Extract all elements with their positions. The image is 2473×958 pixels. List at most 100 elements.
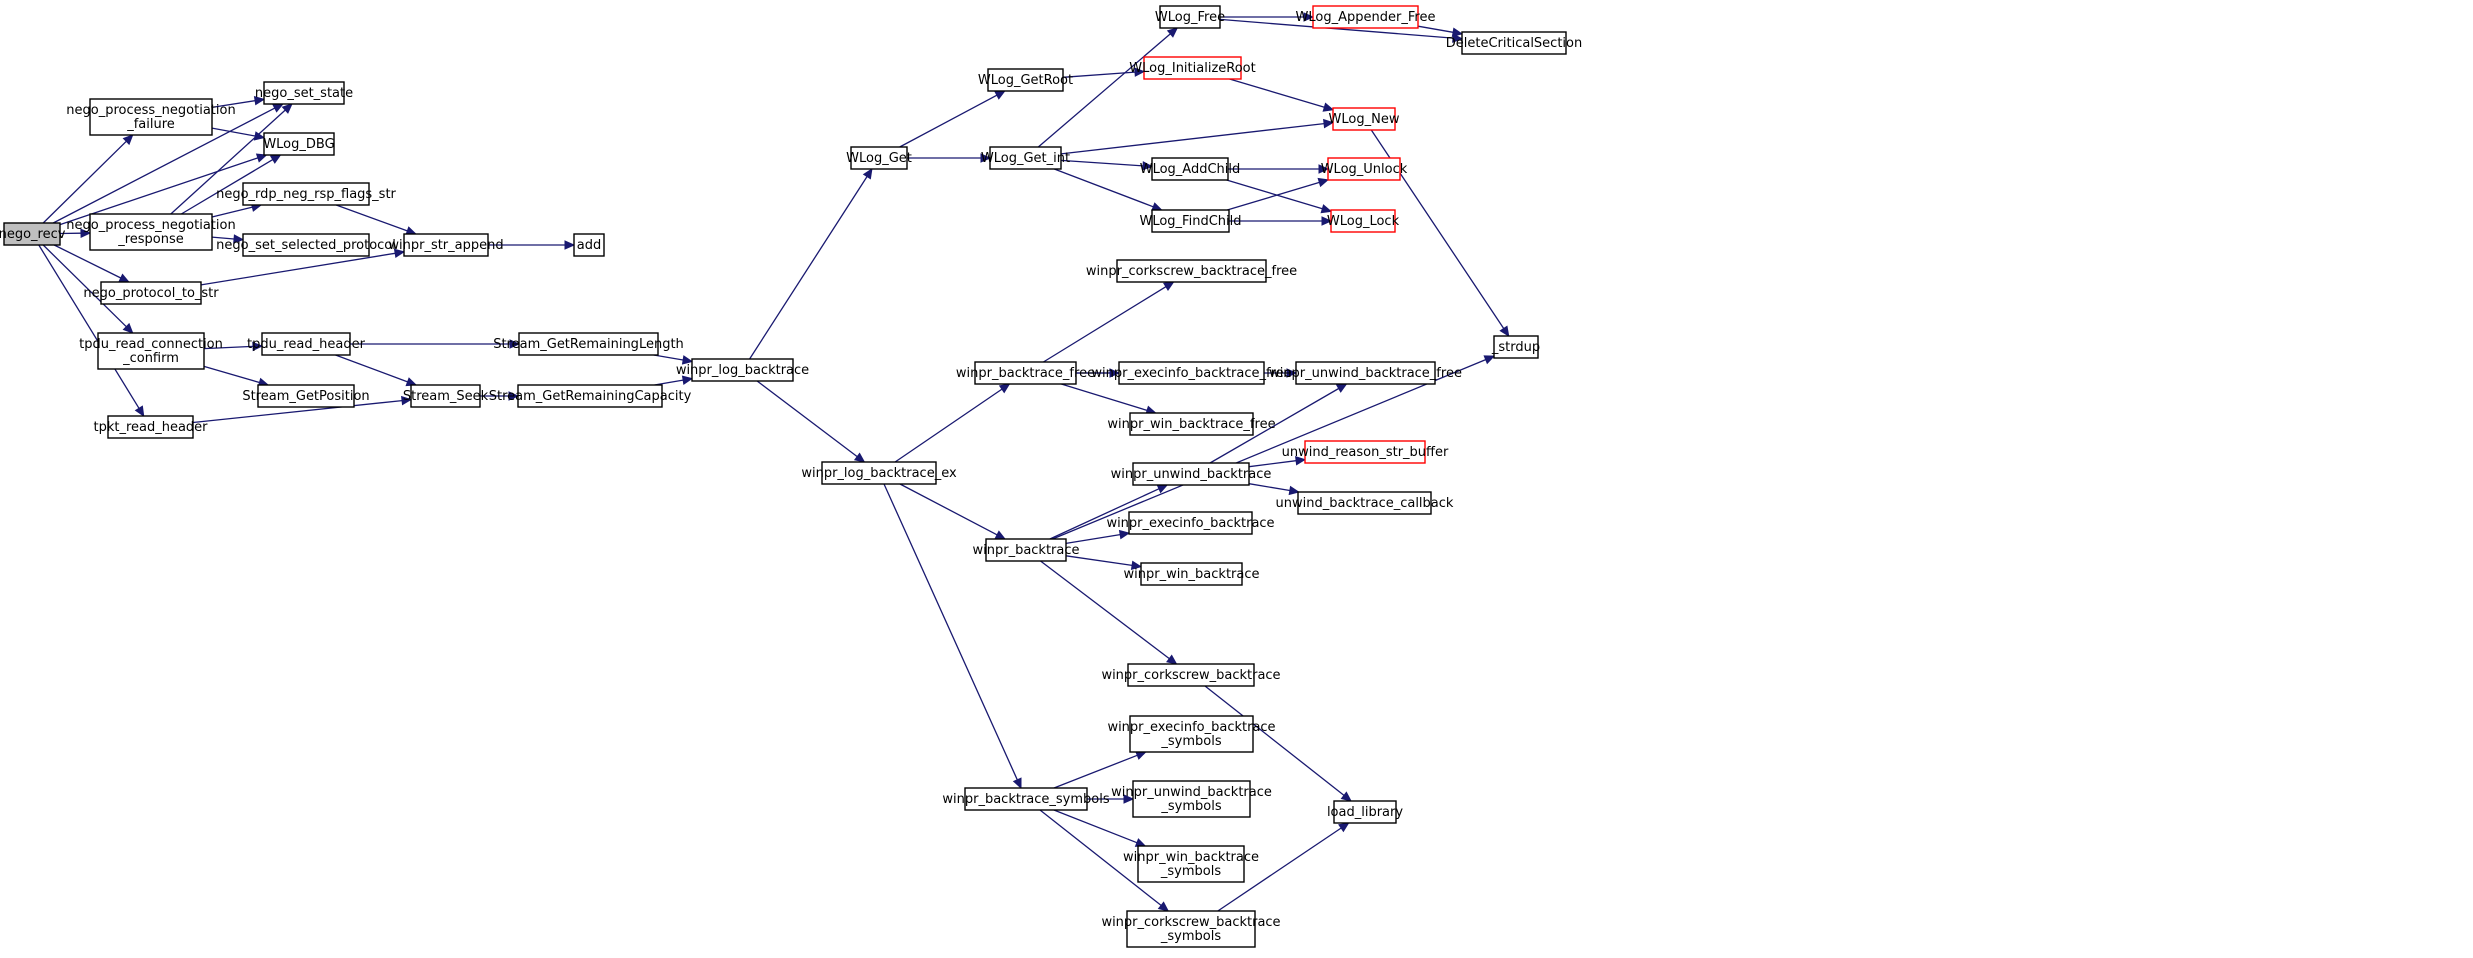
edge-arrowhead [681,355,694,365]
node-box [242,182,370,206]
node-nego-set-state[interactable]: nego_set_state [255,81,353,105]
edge-arrowhead [272,103,284,113]
edge-winpr-corkscrew-backtrace-symbols-to-load-library [1217,822,1350,912]
node-stream-getposition[interactable]: Stream_GetPosition [242,384,370,408]
edge-winpr-log-backtrace-ex-to-winpr-backtrace-free [894,383,1011,463]
node-box [1493,335,1539,359]
node-nego-process-negotiation-failure[interactable]: nego_process_negotiation_failure [66,98,236,136]
node-winpr-unwind-backtrace[interactable]: winpr_unwind_backtrace [1111,462,1272,486]
node-tpdu-read-header[interactable]: tpdu_read_header [247,332,366,356]
node-nego-process-negotiation-response[interactable]: nego_process_negotiation_response [66,213,236,251]
node-winpr-backtrace-free[interactable]: winpr_backtrace_free [956,361,1095,385]
edge-line [1219,18,1454,39]
edge-line [170,109,286,215]
edge-arrowhead [980,153,992,163]
node-winpr-execinfo-backtrace-free[interactable]: winpr_execinfo_backtrace_free [1091,361,1292,385]
node-deletecriticalsection[interactable]: DeleteCriticalSection [1446,31,1582,55]
node-box [1129,715,1254,753]
node-label: winpr_corkscrew_backtrace_free [1086,264,1297,279]
node-strdup[interactable]: _strdup [1491,335,1540,359]
edge-winpr-backtrace-symbols-to-winpr-execinfo-backtrace-symbols [1053,751,1147,789]
edge-line [653,354,684,361]
edge-arrowhead [1123,794,1135,804]
node-tpdu-read-connection-confirm[interactable]: tpdu_read_connection_confirm [79,332,223,370]
edge-line [883,483,1018,781]
edge-wlog-get-to-wlog-getroot [899,90,1006,148]
node-winpr-log-backtrace[interactable]: winpr_log_backtrace [676,358,809,382]
edge-wlog-get-int-to-wlog-free [1037,27,1179,148]
edge-arrowhead [1323,118,1335,129]
node-unwind-backtrace-callback[interactable]: unwind_backtrace_callback [1276,491,1454,515]
node-wlog-findchild[interactable]: WLog_FindChild [1139,209,1242,233]
edge-arrowhead [1286,368,1298,378]
node-wlog-appender-free[interactable]: WLog_Appender_Free [1296,5,1436,29]
node-stream-getremainingcapacity[interactable]: Stream_GetRemainingCapacity [489,384,692,408]
node-box [263,132,335,156]
node-label: WLog_New [1329,112,1400,127]
node-winpr-win-backtrace-free[interactable]: winpr_win_backtrace_free [1107,412,1276,436]
node-winpr-win-backtrace[interactable]: winpr_win_backtrace [1123,562,1260,586]
edge-arrowhead [1499,325,1510,338]
node-nego-rdp-neg-rsp-flags-str[interactable]: nego_rdp_neg_rsp_flags_str [216,182,397,206]
node-winpr-execinfo-backtrace-symbols[interactable]: winpr_execinfo_backtrace_symbols [1107,715,1276,753]
node-unwind-reason-str-buffer[interactable]: unwind_reason_str_buffer [1282,440,1449,464]
edge-line [1060,159,1144,167]
node-box [97,332,205,370]
edge-winpr-unwind-backtrace-to-unwind-reason-str-buffer [1248,455,1307,468]
node-winpr-unwind-backtrace-free[interactable]: winpr_unwind_backtrace_free [1269,361,1462,385]
node-winpr-execinfo-backtrace[interactable]: winpr_execinfo_backtrace [1106,511,1275,535]
edge-line [1061,383,1148,412]
node-add[interactable]: add [573,233,605,257]
node-winpr-corkscrew-backtrace-symbols[interactable]: winpr_corkscrew_backtrace_symbols [1101,910,1281,948]
edge-winpr-log-backtrace-to-wlog-get [749,167,873,360]
node-label: _response [117,232,184,247]
edge-arrowhead [994,530,1007,540]
node-box [263,81,345,105]
node-winpr-corkscrew-backtrace[interactable]: winpr_corkscrew_backtrace [1101,663,1281,687]
node-winpr-backtrace[interactable]: winpr_backtrace [972,538,1080,562]
node-winpr-unwind-backtrace-symbols[interactable]: winpr_unwind_backtrace_symbols [1111,780,1272,818]
node-winpr-log-backtrace-ex[interactable]: winpr_log_backtrace_ex [801,461,957,485]
node-box [261,332,351,356]
node-nego-protocol-to-str[interactable]: nego_protocol_to_str [83,281,219,305]
node-tpkt-read-header[interactable]: tpkt_read_header [93,415,208,439]
node-nego-recv: nego_recv [0,222,66,246]
edge-winpr-backtrace-free-to-winpr-corkscrew-backtrace-free [1043,281,1175,363]
node-nego-set-selected-protocol[interactable]: nego_set_selected_protocol [216,233,396,257]
node-wlog-getroot[interactable]: WLog_GetRoot [978,68,1073,92]
node-wlog-addchild[interactable]: WLog_AddChild [1140,157,1241,181]
edge-line [211,100,256,109]
node-wlog-initializeroot[interactable]: WLog_InitializeRoot [1129,56,1256,80]
edge-line [1040,560,1170,660]
node-stream-getremaininglength[interactable]: Stream_GetRemainingLength [493,332,684,356]
edge-arrowhead [1317,177,1330,188]
edge-arrowhead [1166,27,1179,38]
node-wlog-unlock[interactable]: WLog_Unlock [1321,157,1408,181]
node-load-library[interactable]: load_library [1327,800,1403,824]
node-label: winpr_win_backtrace [1123,567,1259,582]
edge-line [203,345,254,350]
node-box [1327,157,1401,181]
node-wlog-dbg[interactable]: WLog_DBG [263,132,335,156]
node-label: _symbols [1160,929,1221,944]
node-winpr-corkscrew-backtrace-free[interactable]: winpr_corkscrew_backtrace_free [1086,259,1297,283]
edge-line [180,159,274,215]
node-wlog-get[interactable]: WLog_Get [846,146,912,170]
edge-line [335,204,408,232]
node-box [573,233,605,257]
node-wlog-get-int[interactable]: WLog_Get_int [981,146,1070,170]
node-wlog-lock[interactable]: WLog_Lock [1327,209,1400,233]
node-winpr-backtrace-symbols[interactable]: winpr_backtrace_symbols [942,787,1110,811]
node-label: nego_rdp_neg_rsp_flags_str [216,187,396,202]
edge-arrowhead [1288,485,1300,496]
node-box [1159,5,1221,29]
node-wlog-new[interactable]: WLog_New [1329,107,1400,131]
edge-nego-protocol-to-str-to-winpr-str-append [200,248,406,286]
node-label: winpr_backtrace [972,543,1079,558]
node-winpr-str-append[interactable]: winpr_str_append [388,233,504,257]
node-wlog-free[interactable]: WLog_Free [1155,5,1225,29]
node-winpr-win-backtrace-symbols[interactable]: winpr_win_backtrace_symbols [1123,845,1259,883]
node-stream-seek[interactable]: Stream_Seek [403,384,489,408]
edge-nego-recv-to-nego-process-negotiation-failure [42,134,134,224]
node-box [1332,107,1396,131]
